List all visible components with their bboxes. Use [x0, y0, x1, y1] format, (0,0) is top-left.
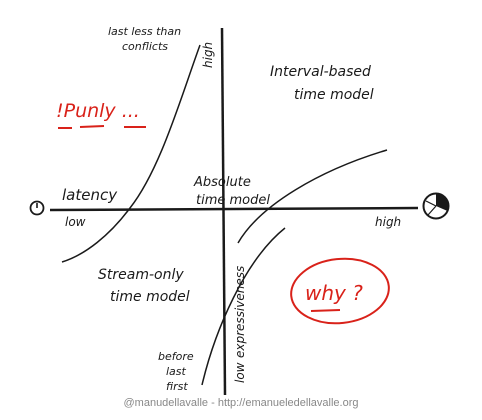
- interval-model-label: Interval-based time model: [270, 64, 375, 103]
- horizontal-low-label: low: [65, 215, 86, 229]
- punly-underline: [58, 125, 146, 129]
- clock-icon: [29, 200, 45, 216]
- curve-left: [61, 44, 201, 263]
- vertical-low-label: low: [233, 362, 247, 383]
- stream-only-model-label: Stream-only time model: [98, 267, 190, 305]
- before-last-first-label: before last first: [158, 350, 197, 393]
- credit-text: @manudellavalle - http://emanueledellava…: [123, 397, 359, 409]
- curve-right: [237, 149, 388, 244]
- why-label: why ?: [305, 281, 363, 305]
- absolute-model-label: Absolute time model: [193, 175, 270, 208]
- curve-bottom: [201, 227, 286, 386]
- vertical-axis: [220, 27, 227, 396]
- why-underline: [310, 309, 341, 312]
- expressiveness-label: expressiveness: [233, 266, 247, 358]
- vertical-high-label: high: [201, 42, 215, 68]
- horizontal-axis: [49, 206, 419, 212]
- latency-label: latency: [62, 186, 118, 204]
- why-circle: [290, 257, 390, 325]
- horizontal-high-label: high: [375, 215, 401, 229]
- pie-chart-icon: [422, 192, 450, 220]
- last-less-than-conflicts-label: last less than conflicts: [108, 25, 185, 53]
- punly-label: !Punly ...: [56, 100, 140, 122]
